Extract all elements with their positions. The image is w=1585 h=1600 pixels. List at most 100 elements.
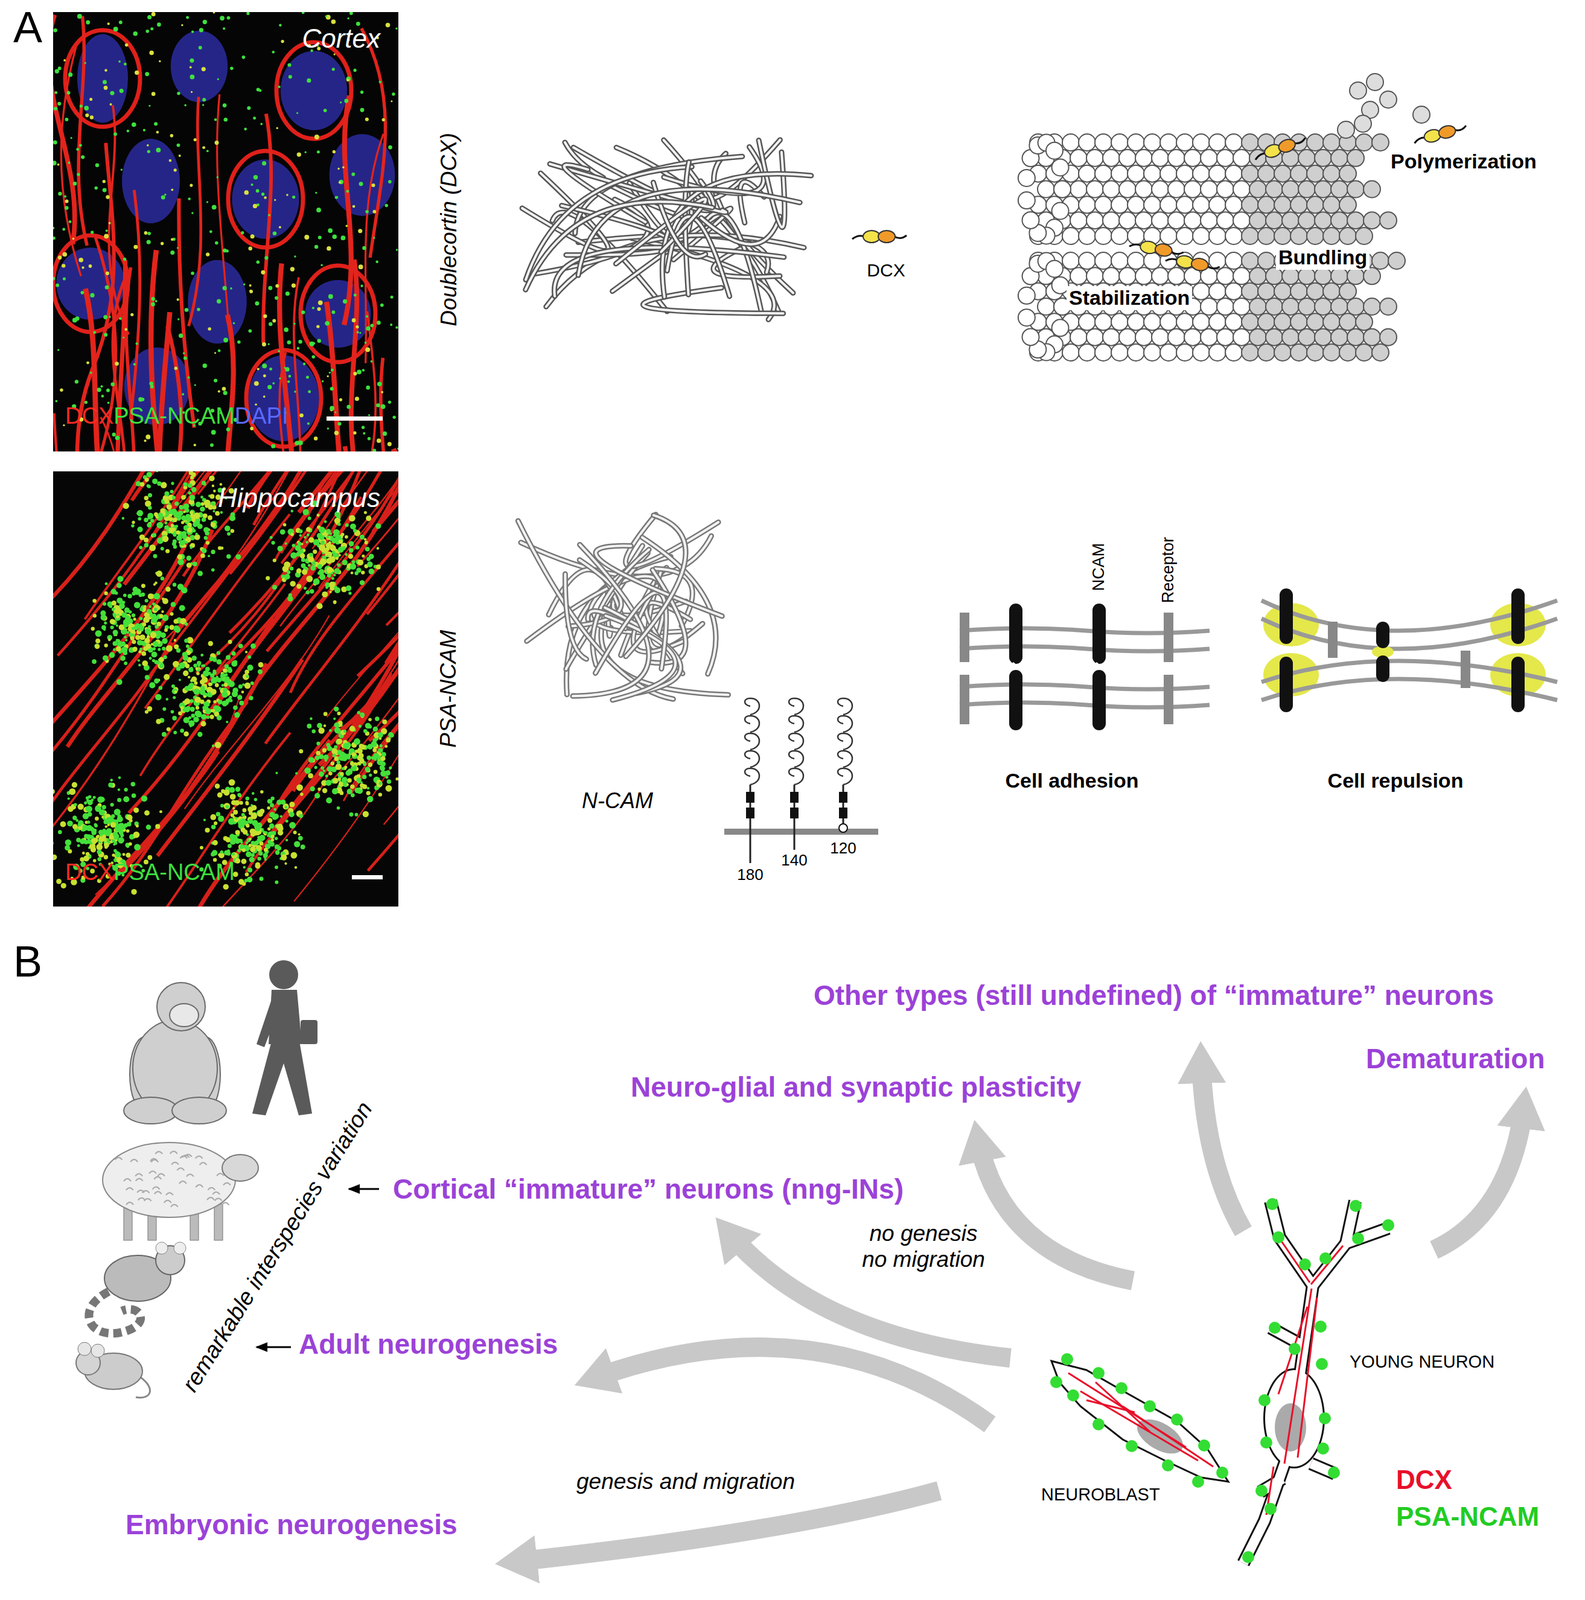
- psa-ncam-dot: [231, 834, 238, 841]
- psa-ncam-dot: [209, 714, 214, 719]
- psa-ncam-dot: [316, 338, 321, 343]
- psa-ncam-dot: [235, 787, 241, 792]
- psa-ncam-dot: [202, 146, 206, 150]
- psa-ncam-dot: [385, 22, 391, 28]
- psa-ncam-dot: [240, 818, 247, 825]
- psa-ncam-dot: [212, 840, 218, 846]
- psa-ncam-dot: [194, 710, 202, 718]
- psa-ncam-dot: [339, 398, 343, 402]
- psa-ncam-dot: [244, 682, 252, 690]
- dcx-fiber: [130, 190, 141, 420]
- psa-ncam-dot: [341, 532, 345, 537]
- psa-ncam-dot: [152, 659, 156, 663]
- psa-ncam-dot: [318, 771, 325, 777]
- psa-ncam-dot: [254, 797, 258, 801]
- psa-ncam-dot: [181, 587, 188, 594]
- psa-ncam-dot: [111, 589, 117, 595]
- psa-ncam-dot: [172, 695, 176, 699]
- psa-ncam-dot: [138, 663, 141, 667]
- psa-ncam-dot: [298, 440, 303, 446]
- dcx-fiber: [54, 413, 63, 452]
- psa-ncam-dot: [234, 800, 240, 806]
- psa-ncam-dot: [326, 566, 334, 574]
- psa-ncam-dot: [254, 840, 260, 846]
- nucleus: [170, 30, 228, 103]
- psa-ncam-dot: [325, 586, 329, 590]
- psa-ncam-dot: [263, 848, 268, 853]
- psa-ncam-dot: [54, 400, 58, 403]
- psa-ncam-dot: [202, 19, 208, 25]
- psa-ncam-dot: [337, 167, 340, 170]
- psa-ncam-dot: [91, 659, 97, 664]
- psa-ncam-dot: [295, 545, 302, 552]
- psa-ncam-dot: [109, 103, 113, 106]
- psa-ncam-dot: [72, 823, 78, 830]
- psa-ncam-dot: [144, 709, 149, 714]
- psa-ncam-dot: [365, 117, 369, 122]
- psa-ncam-dot: [172, 583, 177, 587]
- psa-ncam-dot: [250, 643, 256, 649]
- psa-ncam-dot: [365, 723, 372, 730]
- psa-ncam-dot: [200, 721, 206, 727]
- psa-ncam-dot: [258, 89, 262, 92]
- psa-ncam-dot: [250, 831, 256, 837]
- psa-ncam-dot: [101, 805, 106, 810]
- psa-ncam-dot: [345, 523, 349, 527]
- psa-ncam-dot: [80, 290, 84, 295]
- psa-ncam-dot: [102, 655, 109, 661]
- psa-ncam-dot: [333, 529, 340, 536]
- psa-ncam-dot: [228, 695, 232, 699]
- psa-ncam-dot: [59, 388, 63, 392]
- psa-ncam-dot: [144, 71, 150, 77]
- psa-ncam-dot: [367, 436, 371, 441]
- psa-ncam-dot: [280, 854, 287, 861]
- psa-ncam-dot: [149, 381, 154, 386]
- psa-ncam-dot: [322, 769, 326, 772]
- psa-ncam-dot: [353, 371, 357, 376]
- psa-ncam-dot: [245, 841, 249, 845]
- psa-ncam-dot: [353, 68, 357, 72]
- psa-ncam-dot: [322, 788, 328, 794]
- psa-ncam-dot: [248, 837, 252, 841]
- psa-ncam-dot: [206, 715, 211, 719]
- psa-ncam-dot: [261, 192, 265, 196]
- psa-ncam-dot: [123, 635, 127, 639]
- psa-ncam-dot: [269, 799, 273, 804]
- psa-ncam-dot: [312, 549, 317, 554]
- psa-ncam-dot: [189, 58, 194, 63]
- psa-ncam-dot: [240, 858, 247, 865]
- psa-ncam-dot: [137, 517, 142, 521]
- psa-ncam-dot: [338, 181, 342, 184]
- psa-ncam-dot: [88, 264, 93, 268]
- psa-ncam-dot: [102, 80, 107, 85]
- psa-ncam-dot: [53, 788, 55, 794]
- psa-ncam-dot: [184, 698, 190, 705]
- psa-ncam-dot: [365, 325, 370, 331]
- psa-ncam-dot: [53, 140, 58, 145]
- psa-ncam-dot: [225, 720, 229, 724]
- psa-ncam-dot: [131, 627, 135, 631]
- psa-ncam-dot: [346, 79, 349, 82]
- psa-ncam-dot: [133, 245, 138, 250]
- psa-ncam-dot: [261, 363, 267, 369]
- psa-ncam-dot: [303, 586, 307, 590]
- psa-ncam-dot: [111, 853, 115, 857]
- psa-ncam-dot: [123, 62, 127, 66]
- psa-ncam-dot: [346, 753, 352, 759]
- psa-ncam-dot: [246, 106, 251, 110]
- psa-ncam-dot: [227, 843, 232, 849]
- psa-ncam-dot: [360, 108, 365, 113]
- psa-ncam-dot: [259, 877, 264, 882]
- psa-ncam-dot: [356, 777, 361, 783]
- dcx-fiber: [365, 133, 384, 364]
- psa-ncam-dot: [373, 236, 375, 239]
- psa-ncam-dot: [317, 564, 323, 570]
- psa-ncam-dot: [132, 647, 138, 652]
- psa-ncam-dot: [261, 161, 267, 166]
- psa-ncam-dot: [348, 591, 352, 595]
- psa-ncam-dot: [53, 276, 55, 281]
- psa-ncam-dot: [388, 145, 393, 150]
- psa-ncam-dot: [105, 825, 108, 828]
- psa-ncam-dot: [145, 434, 151, 440]
- psa-ncam-dot: [184, 622, 189, 626]
